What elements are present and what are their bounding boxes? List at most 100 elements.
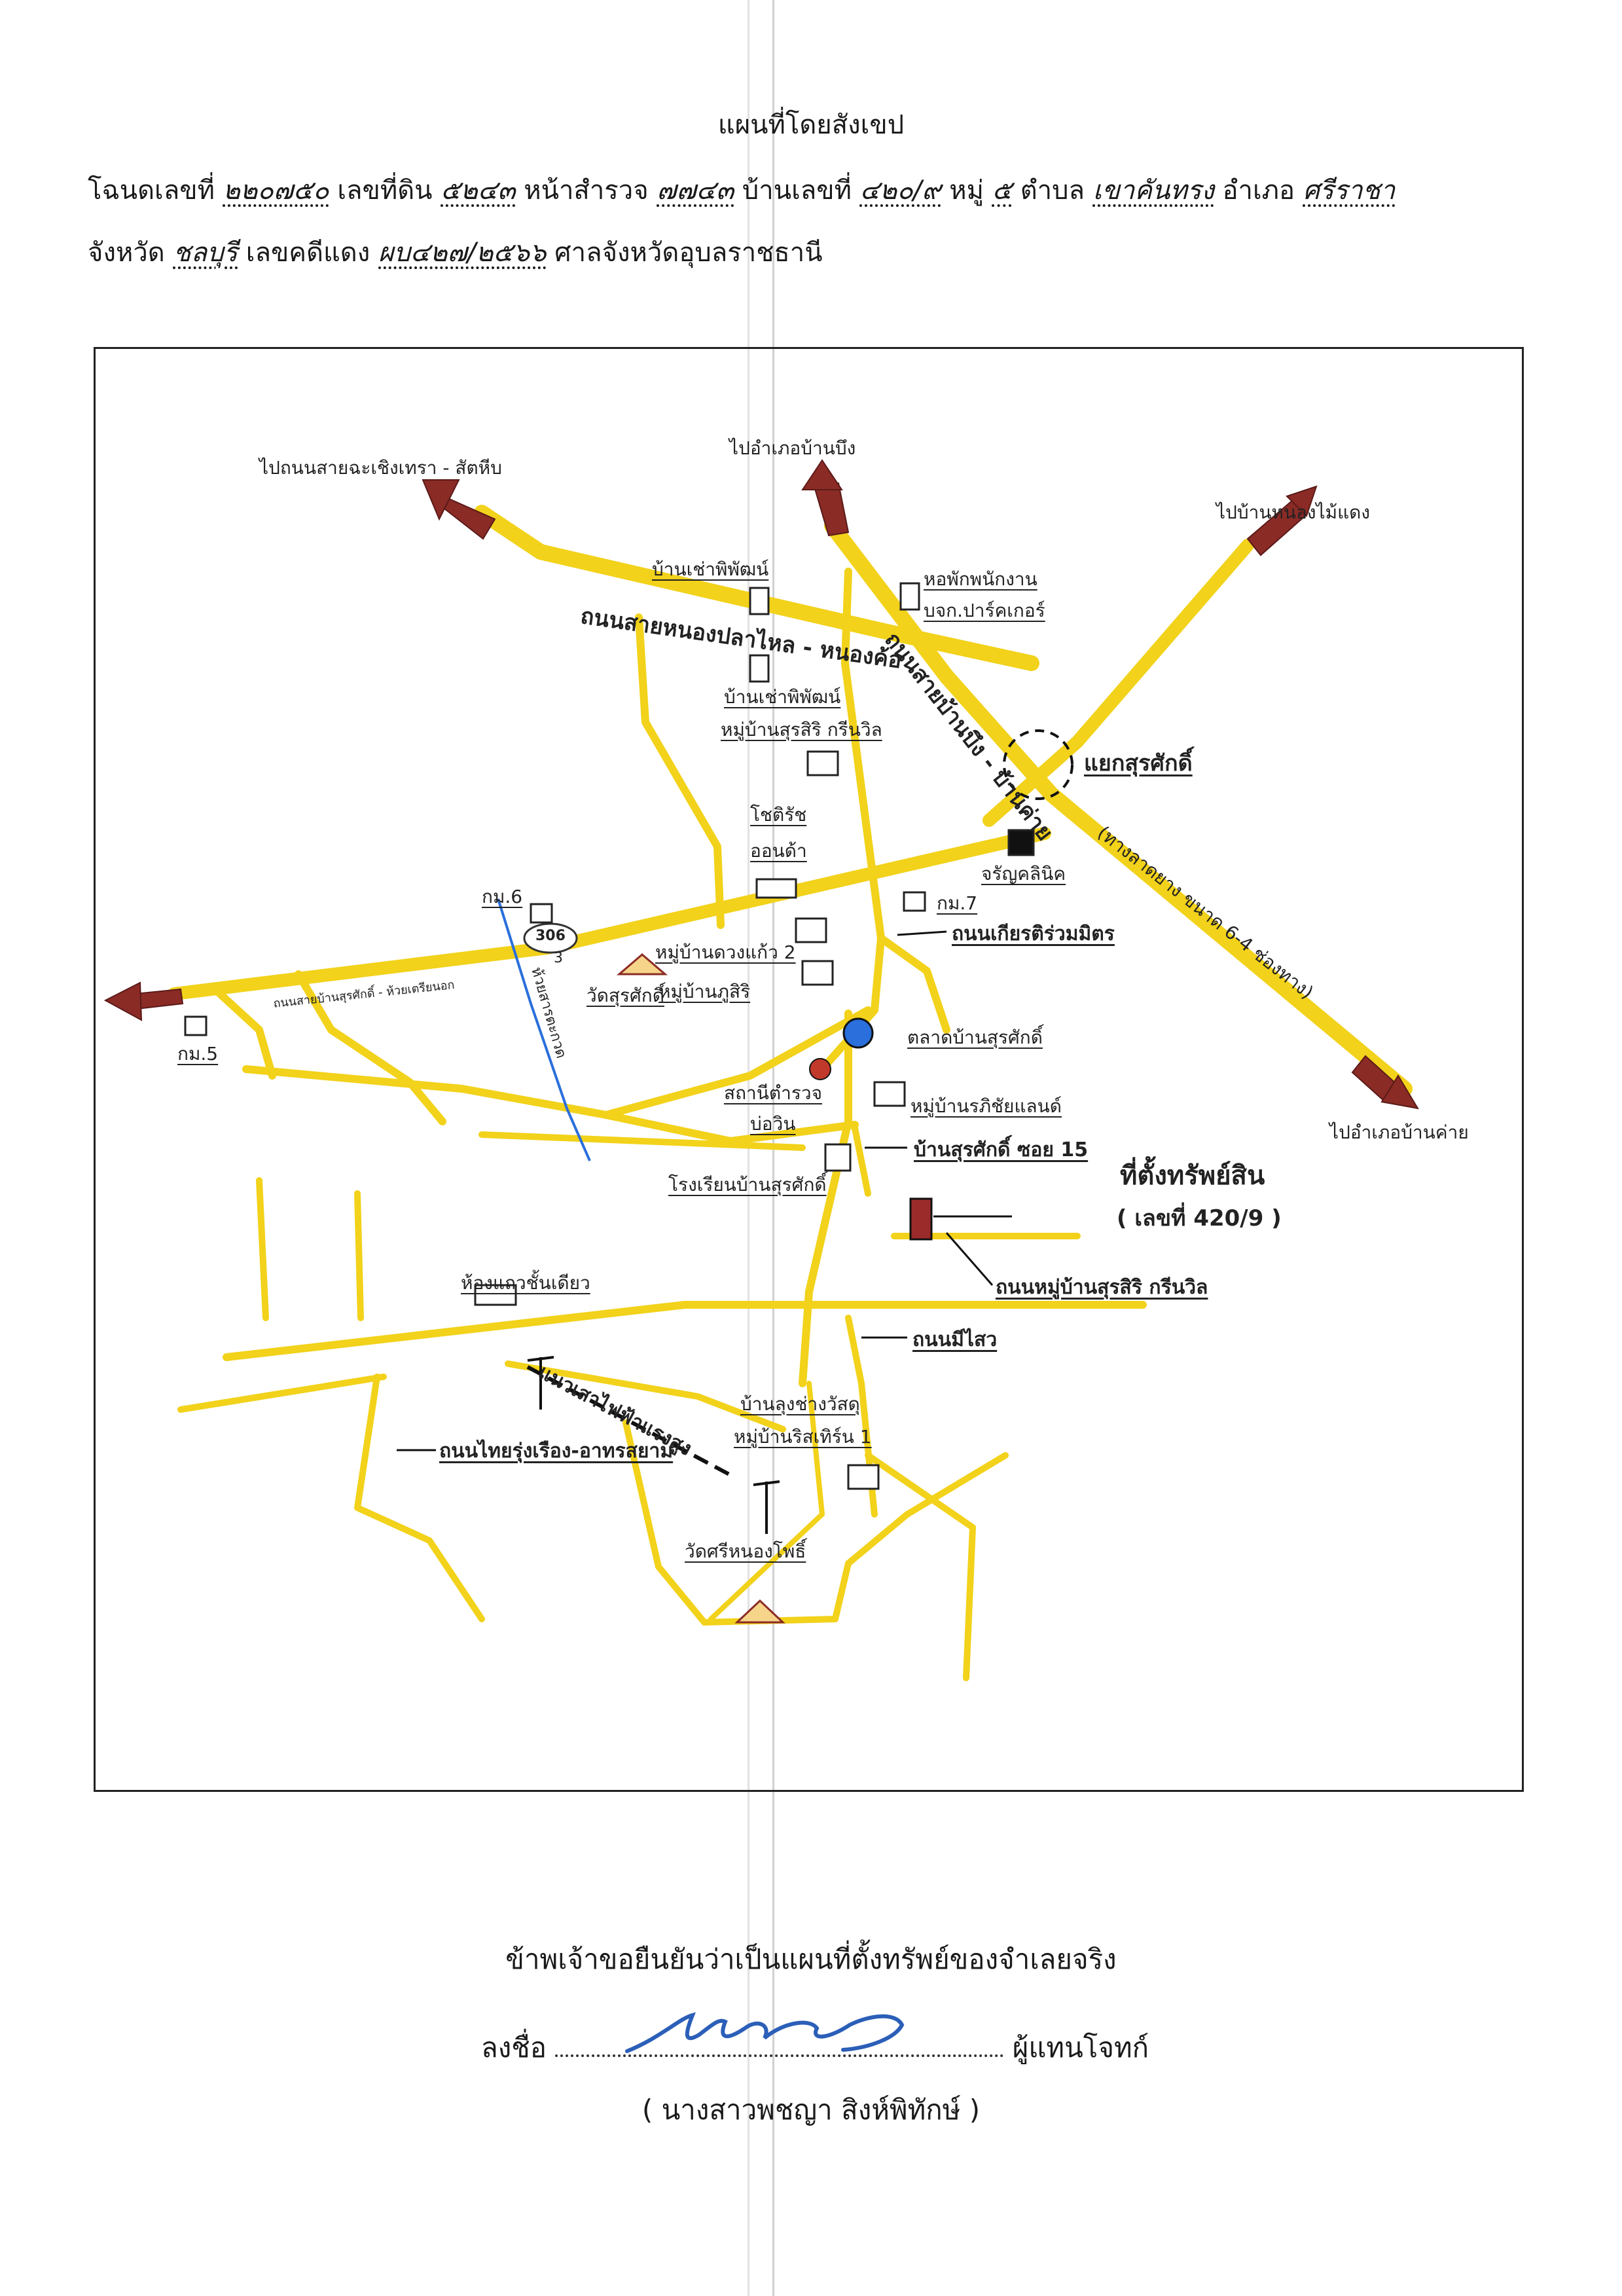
- page-title: แผนที่โดยสังเขป: [717, 110, 905, 140]
- label-onda: ออนด้า: [750, 840, 807, 862]
- moo-label: หมู่: [949, 175, 984, 206]
- building-icon: [749, 654, 770, 683]
- signature-line: [555, 2012, 1004, 2057]
- declaration: ข้าพเจ้าขอยืนยันว่าเป็นแผนที่ตั้งทรัพย์ข…: [505, 1943, 1117, 1975]
- label-to-chachoengsao: ไปถนนสายฉะเชิงเทรา - สัตหีบ: [259, 457, 502, 479]
- moo-number: ๕: [992, 175, 1012, 206]
- case-label: เลขคดีแดง: [245, 238, 370, 268]
- house-icon: [873, 1081, 906, 1107]
- building-icon: [899, 582, 920, 611]
- sign-label: ลงชื่อ: [481, 2032, 547, 2064]
- arrow-ban-khai-head: [1380, 1074, 1419, 1110]
- label-market: ตลาดบ้านสุรศักดิ์: [907, 1027, 1043, 1048]
- school-icon: [824, 1143, 852, 1172]
- label-road-mooban-surasit: ถนนหมู่บ้านสุรสิริ กรีนวิล: [996, 1276, 1208, 1299]
- label-chotirat: โชติรัช: [750, 804, 807, 826]
- powerline: [526, 1365, 732, 1477]
- label-road-misai: ถนนมีไสว: [912, 1328, 998, 1351]
- arrow-ban-bueng-head: [801, 459, 843, 490]
- km-post-icon: [903, 891, 926, 912]
- local-road: [877, 934, 950, 1034]
- label-property-no: ( เลขที่ 420/9 ): [1117, 1205, 1282, 1231]
- signature-row: ลงชื่อ ผู้แทนโจทก์: [481, 2012, 1149, 2069]
- temple-icon: [616, 953, 668, 975]
- local-road: [852, 1125, 871, 1197]
- local-road: [242, 1065, 610, 1119]
- canal: [497, 898, 591, 1161]
- power-tower-icon: [527, 1356, 554, 1410]
- road-nong-pla-lai: [474, 505, 1039, 671]
- map-frame: ไปถนนสายฉะเชิงเทรา - สัตหีบ ไปอำเภอบ้านบ…: [94, 347, 1524, 1792]
- label-mooban-surasit: หมู่บ้านสุรสิริ กรีนวิล: [721, 719, 882, 740]
- label-ban-lung-chuang: บ้านลุงช่างวัสดุ: [740, 1393, 860, 1415]
- market-icon: [842, 1017, 874, 1049]
- label-school: โรงเรียนบ้านสุรศักดิ์: [668, 1174, 827, 1195]
- arrow-west-head: [103, 981, 143, 1021]
- local-road: [708, 1381, 825, 1622]
- land-number: ๕๒๔๓: [441, 175, 516, 206]
- arrow-chachoengsao-head: [422, 479, 460, 521]
- label-wat-suksak: วัดสุรศักดิ์: [586, 985, 664, 1006]
- local-road: [256, 1177, 269, 1321]
- arrow-nong-mai-daeng: [1246, 498, 1307, 556]
- pointer-road-surasit: [945, 1232, 994, 1286]
- label-hwy-306: 306: [535, 928, 566, 944]
- case-line: จังหวัด ชลบุรี เลขคดีแดง ผบ๔๒๗/๒๕๖๖ ศาลจ…: [88, 231, 823, 273]
- hotel-icon: [755, 878, 797, 899]
- road-ban-bueng-ban-khai: [824, 518, 1413, 1097]
- pointer-kiat: [897, 930, 947, 936]
- label-hwy-3: 3: [554, 950, 563, 966]
- label-mooban-ritsit: หมู่บ้านริสเทิร์น 1: [734, 1426, 872, 1448]
- road-suksak-huai: [168, 827, 1051, 1000]
- label-road-kiat: ถนนเกียรติร่วมมิตร: [952, 922, 1115, 945]
- label-to-ban-bueng: ไปอำเภอบ้านบึง: [729, 437, 856, 459]
- arrow-west: [134, 988, 184, 1010]
- case-number: ผบ๔๒๗/๒๕๖๖: [378, 238, 547, 268]
- local-road: [295, 970, 446, 1125]
- label-property: ที่ตั้งทรัพย์สิน: [1120, 1161, 1265, 1191]
- house-number: ๔๒๐/๙: [859, 175, 941, 206]
- power-tower-icon: [753, 1480, 780, 1534]
- km-post-icon: [530, 903, 553, 924]
- local-road: [177, 1374, 387, 1413]
- local-road: [354, 1190, 364, 1321]
- highway-marker: [523, 922, 578, 954]
- label-to-ban-khai: ไปอำเภอบ้านค่าย: [1329, 1121, 1469, 1143]
- km-post-icon: [184, 1015, 207, 1036]
- label-suksak-junction: แยกสุรศักดิ์: [1084, 750, 1193, 776]
- label-km5: กม.5: [177, 1043, 219, 1065]
- tambon-label: ตำบล: [1020, 175, 1085, 206]
- local-road: [602, 1006, 872, 1119]
- label-road-thai-rung: ถนนไทยรุ่งเรือง-อาทรสยาม: [439, 1440, 674, 1463]
- local-road: [622, 1419, 1009, 1626]
- local-road: [799, 1010, 852, 1387]
- amphoe-label: อำเภอ: [1222, 175, 1295, 206]
- amphoe-value: ศรีราชา: [1303, 175, 1396, 206]
- label-km6: กม.6: [482, 886, 523, 907]
- label-km7: กม.7: [937, 892, 978, 914]
- road-misai: [223, 1301, 1147, 1361]
- province-value: ชลบุรี: [173, 238, 238, 268]
- row-house-icon: [474, 1284, 517, 1306]
- label-mooban-rachaya: หมู่บ้านรภิชัยแลนด์: [910, 1095, 1062, 1117]
- role-label: ผู้แทนโจทก์: [1012, 2032, 1149, 2064]
- local-road: [635, 613, 725, 929]
- road-map: [103, 459, 1419, 1681]
- property-marker: [909, 1197, 933, 1241]
- road-thai-rung: [354, 1374, 485, 1622]
- police-icon: [809, 1058, 831, 1080]
- house-icon: [847, 1464, 880, 1490]
- label-ban-chao-2: บ้านเช่าพิพัฒน์: [724, 686, 841, 708]
- label-room: ห้องแถวชั้นเดียว: [461, 1272, 590, 1294]
- label-police2: บ่อวิน: [750, 1113, 796, 1135]
- deed-line: โฉนดเลขที่ ๒๒๐๗๕๐ เลขที่ดิน ๕๒๔๓ หน้าสำร…: [88, 169, 1395, 211]
- label-clinic: จรัญคลินิค: [981, 863, 1066, 884]
- label-dorm: หอพักพนักงาน: [924, 568, 1037, 590]
- deed-number: ๒๒๐๗๕๐: [223, 175, 329, 206]
- house-icon: [801, 960, 834, 986]
- label-to-nong-mai-daeng: ไปบ้านหนองไม้แดง: [1216, 501, 1371, 523]
- survey-number: ๗๗๔๓: [657, 175, 734, 206]
- clinic-icon: [1007, 829, 1035, 856]
- local-road: [478, 1131, 806, 1151]
- label-dorm2: บจก.ปาร์คเกอร์: [924, 600, 1045, 621]
